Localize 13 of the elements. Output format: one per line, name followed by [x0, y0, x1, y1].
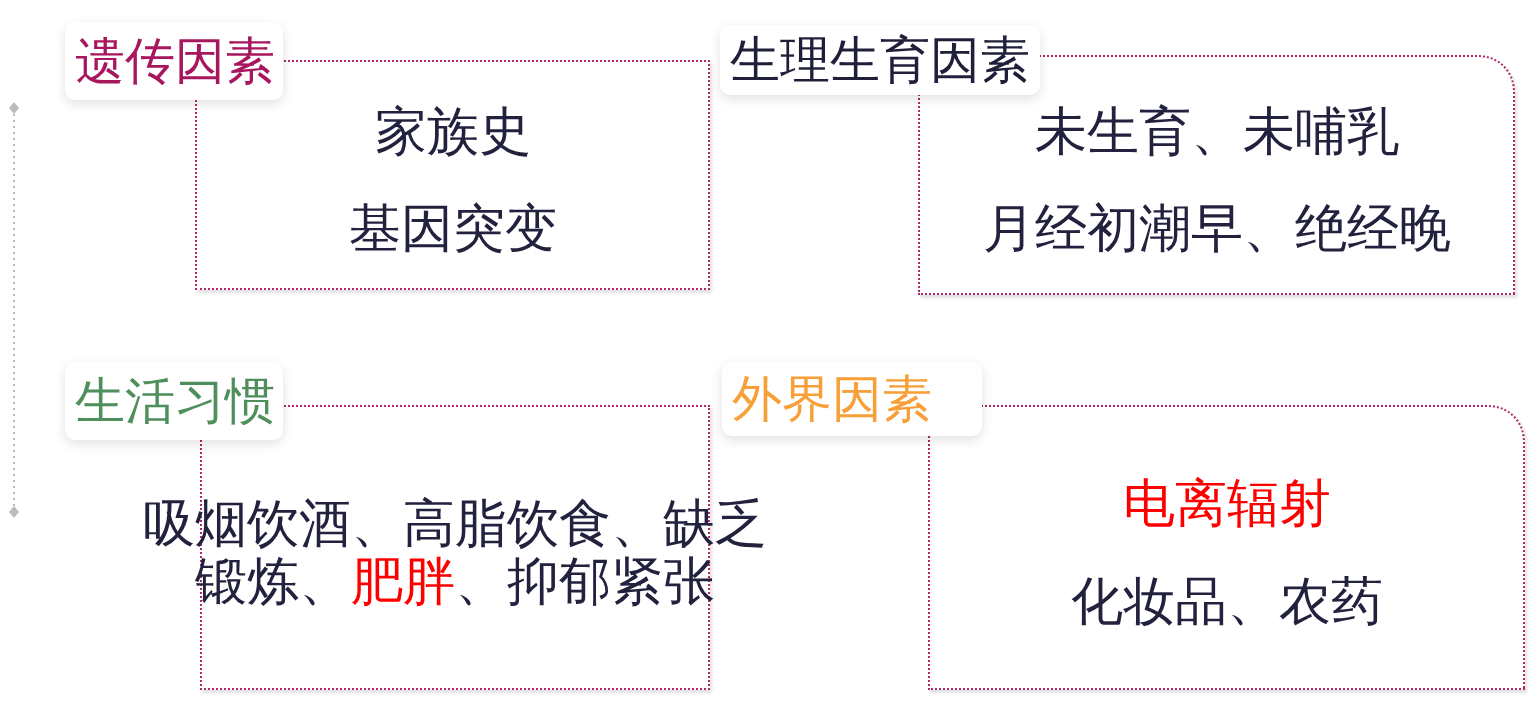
panel-card [65, 22, 710, 290]
factor-text: 家族史 [374, 102, 531, 160]
factor-text: 基因突变 [348, 200, 557, 258]
factor-text: 未生育、未哺乳 [1034, 102, 1399, 160]
panel-heading: 生理生育因素 [720, 25, 1040, 95]
factor-text: 吸烟饮酒、高脂饮食、缺乏锻炼、肥胖、抑郁紧张 [142, 495, 768, 610]
panel-heading: 生活习惯 [65, 362, 283, 440]
panel-heading: 外界因素 [722, 362, 982, 436]
panel-card [720, 25, 1515, 295]
factor-text: 化妆品、农药 [1070, 572, 1383, 630]
panel-heading: 遗传因素 [65, 22, 283, 100]
factor-text: 月经初潮早、绝经晚 [982, 200, 1451, 258]
factor-text: 电离辐射 [1122, 475, 1331, 533]
